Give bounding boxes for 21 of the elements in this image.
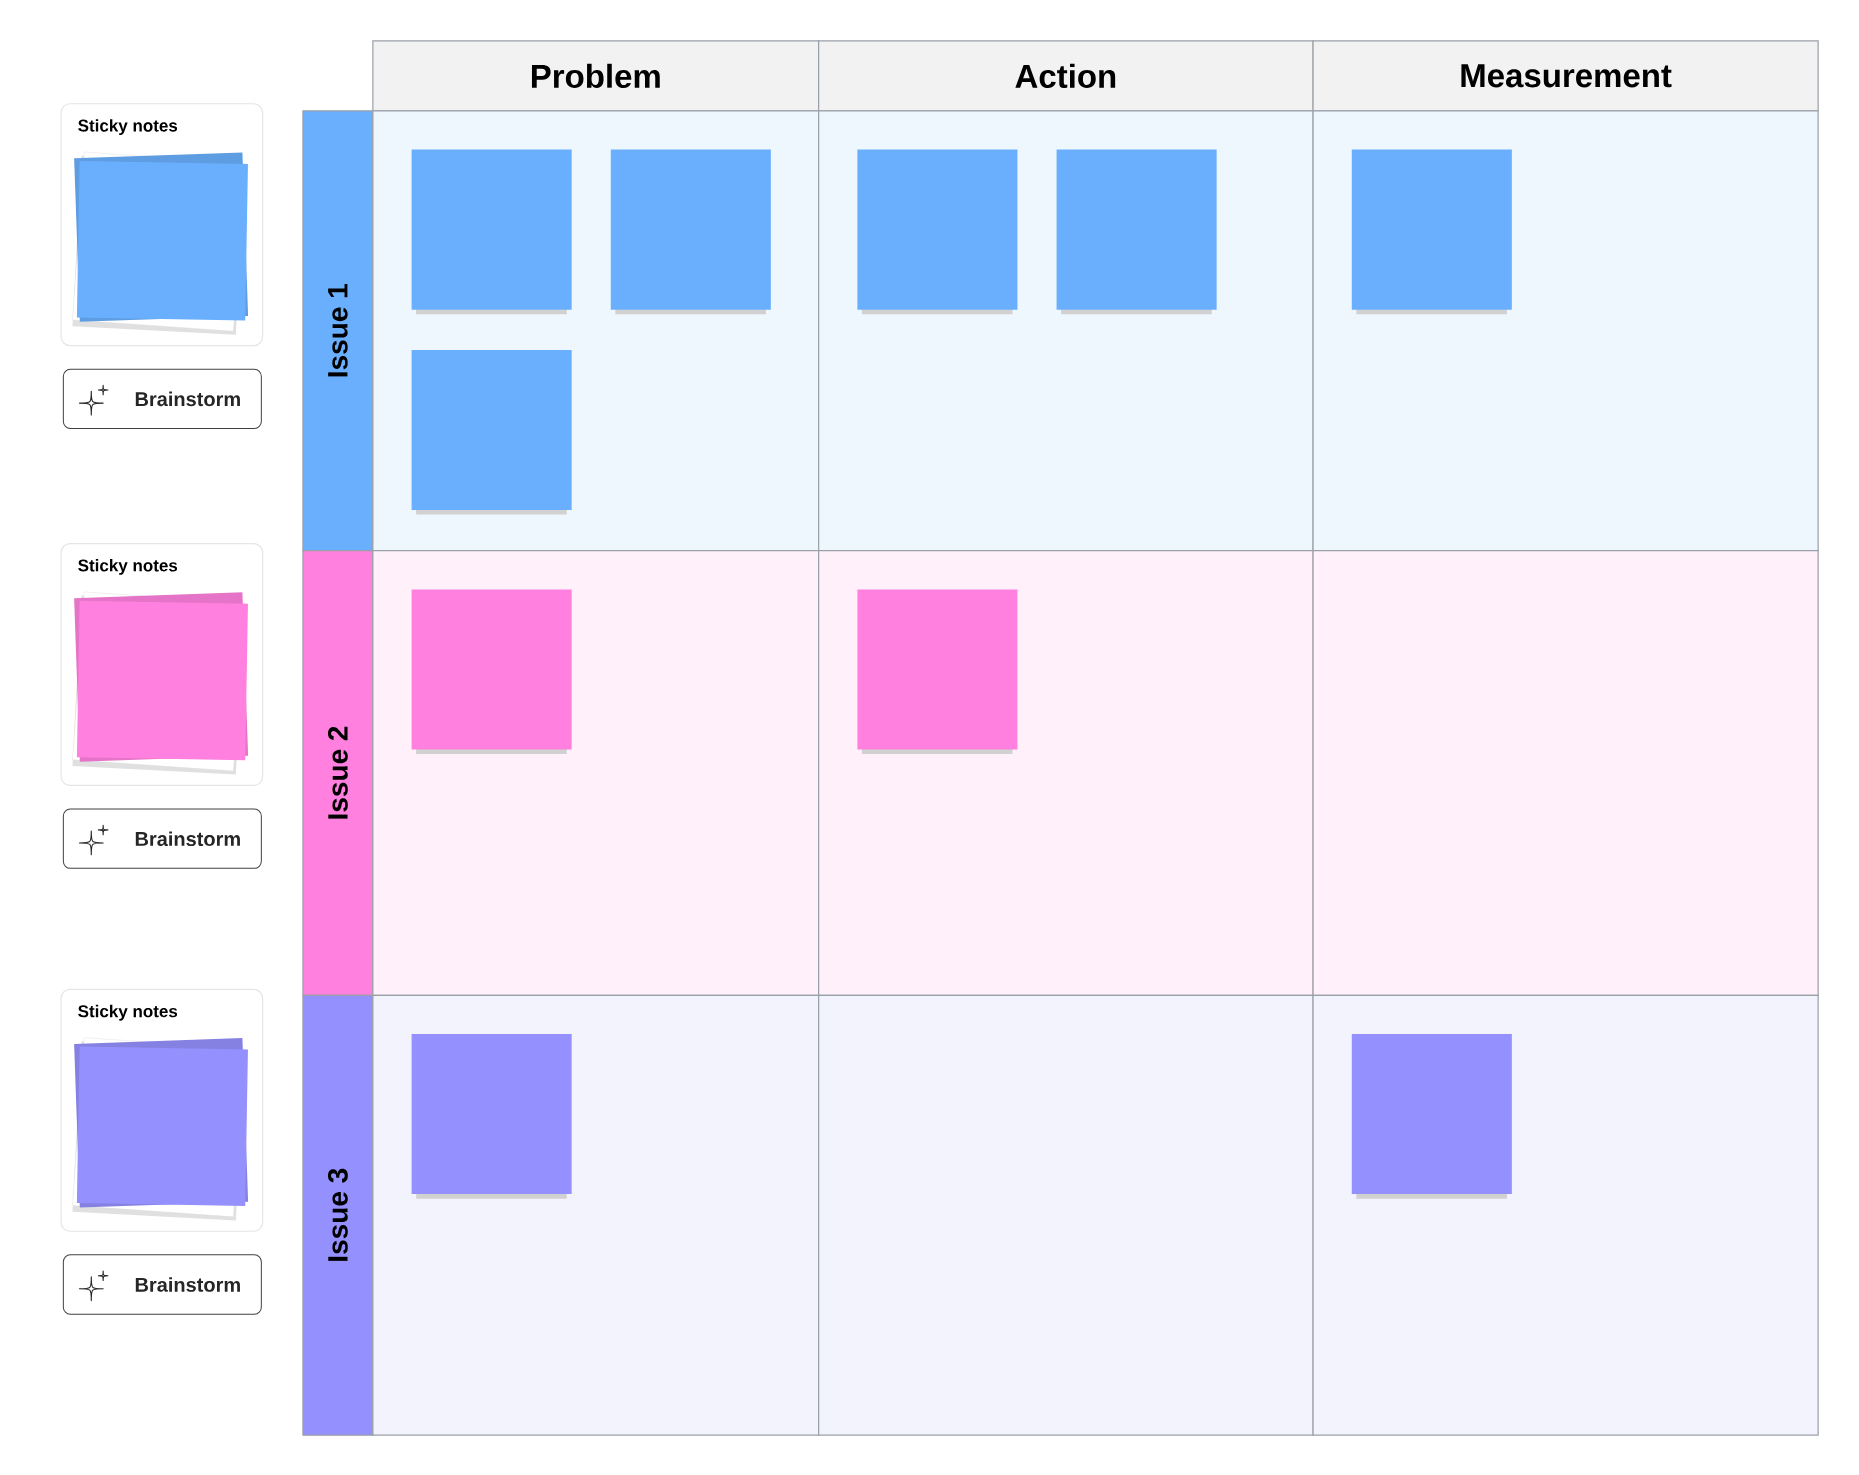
column-header: Problem xyxy=(372,40,820,112)
sticky-note xyxy=(411,589,572,755)
sticky-note xyxy=(411,149,572,315)
sticky-note xyxy=(857,589,1018,755)
sticky-note xyxy=(1056,149,1217,315)
brainstorm-button: Brainstorm xyxy=(62,1254,262,1315)
sticky-note xyxy=(411,1034,572,1199)
sticky-note xyxy=(411,349,572,515)
sticky-note xyxy=(857,149,1018,315)
brainstorm-button: Brainstorm xyxy=(62,808,262,869)
brainstorm-button: Brainstorm xyxy=(62,368,262,429)
row-header: Issue 2 xyxy=(302,550,374,996)
row-header: Issue 3 xyxy=(302,994,374,1436)
column-header: Action xyxy=(818,40,1314,112)
row-header: Issue 1 xyxy=(302,110,374,552)
sticky-note xyxy=(1351,1034,1512,1199)
column-header: Measurement xyxy=(1312,40,1819,112)
sticky-note xyxy=(610,149,771,315)
table-cell xyxy=(1312,550,1819,996)
table-cell xyxy=(818,994,1314,1436)
sticky-note xyxy=(1351,149,1512,315)
